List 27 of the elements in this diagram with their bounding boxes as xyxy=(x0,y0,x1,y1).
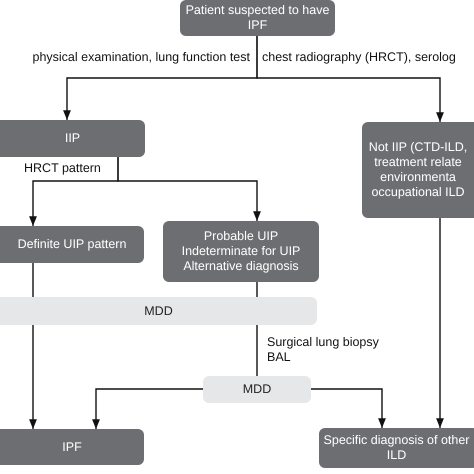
arrow xyxy=(117,157,261,221)
node-text: Specific diagnosis of other ILD xyxy=(323,433,470,463)
process-box xyxy=(0,429,144,465)
node-text: Indeterminate for UIP xyxy=(182,244,300,259)
node-text: Probable UIP xyxy=(204,229,278,244)
process-box xyxy=(0,226,144,263)
annotation-text: HRCT pattern xyxy=(24,161,102,175)
arrow xyxy=(436,218,444,428)
node-text: MDD xyxy=(144,304,173,318)
node-text: IIP xyxy=(64,131,80,146)
arrow xyxy=(256,36,444,122)
node-text: Patient suspected to have IPF xyxy=(184,3,330,33)
node-text: IPF xyxy=(62,440,82,454)
process-box xyxy=(0,297,317,325)
annotation-text: chest radiography (HRCT), serolog xyxy=(262,50,457,64)
node-text: Alternative diagnosis xyxy=(183,259,299,274)
annotation-text: physical examination, lung function test xyxy=(32,50,250,64)
process-box xyxy=(203,376,311,403)
arrow xyxy=(29,325,37,429)
process-box xyxy=(362,122,474,218)
arrow xyxy=(92,388,203,429)
node-text: Not IIP (CTD-ILD, treatment relate environmenta occupational ILD xyxy=(368,140,468,200)
arrow xyxy=(311,388,386,428)
process-box xyxy=(163,221,319,282)
process-box xyxy=(0,120,145,157)
node-text: Definite UIP pattern xyxy=(18,237,126,252)
node-text: MDD xyxy=(242,382,272,397)
